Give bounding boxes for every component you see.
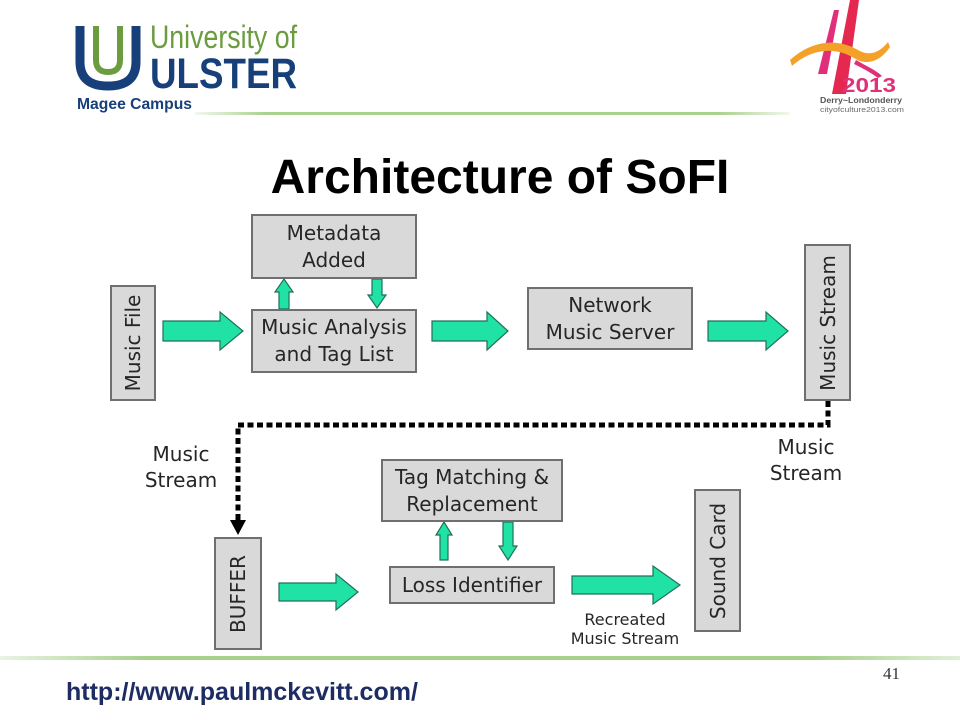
ulster-logo-mark (75, 26, 141, 91)
tag-matching-label-line-1: Tag Matching & (394, 464, 550, 489)
arrow-tag-matching-to-loss-identifier (497, 521, 519, 562)
buffer-node: BUFFER (214, 537, 262, 650)
tag-matching-label-line-2: Replacement (406, 491, 538, 516)
edge-label-line: Music Stream (570, 629, 680, 648)
culture-logo-small-spike (818, 10, 839, 74)
metadata-added-node: Metadata Added (251, 214, 417, 279)
music-analysis-node: Music Analysis and Tag List (251, 309, 417, 373)
loss-identifier-node: Loss Identifier (389, 566, 555, 604)
music-file-node: Music File (110, 285, 156, 401)
recreated-music-stream-label: Recreated Music Stream (565, 610, 685, 648)
campus-name: Magee Campus (77, 96, 192, 113)
page-number: 41 (883, 664, 900, 683)
city-of-culture-2013-logo: 2013 Derry~Londonderry cityofculture2013… (790, 0, 904, 114)
culture-logo-website: cityofculture2013.com (820, 105, 904, 114)
arrow-metadata-to-analysis (366, 278, 388, 310)
slide-title: Architecture of SoFI (270, 151, 730, 204)
edge-label-line: Stream (144, 468, 218, 492)
culture-logo-year: 2013 (842, 75, 896, 97)
edge-label-line: Music (777, 435, 835, 459)
music-stream-label-left: Music Stream (131, 441, 231, 493)
arrow-network-server-to-music-stream (707, 310, 789, 352)
music-stream-dotted-connector (235, 401, 831, 521)
loss-identifier-label: Loss Identifier (401, 572, 543, 597)
network-server-label-line-1: Network (568, 292, 652, 317)
music-analysis-label-line-2: and Tag List (274, 342, 394, 366)
buffer-label: BUFFER (226, 554, 250, 633)
edge-label-line: Recreated (584, 610, 666, 629)
network-server-label-line-2: Music Server (545, 319, 675, 344)
footer-divider (0, 656, 960, 660)
music-stream-node: Music Stream (804, 244, 851, 401)
arrow-music-file-to-analysis (162, 310, 244, 352)
music-file-label: Music File (121, 294, 145, 392)
university-of-text: University of (150, 19, 297, 55)
music-stream-label-right: Music Stream (756, 434, 856, 486)
arrow-loss-identifier-to-tag-matching (434, 520, 454, 561)
culture-logo-swoosh (790, 42, 890, 66)
culture-logo-city: Derry~Londonderry (820, 95, 902, 105)
sound-card-node: Sound Card (694, 489, 741, 632)
header-divider (195, 112, 790, 115)
edge-label-line: Music (152, 442, 210, 466)
music-stream-node-label: Music Stream (815, 254, 840, 391)
tag-matching-node: Tag Matching & Replacement (381, 459, 563, 522)
dotted-connector-arrowhead (230, 520, 246, 535)
network-music-server-node: Network Music Server (527, 287, 693, 350)
university-of-ulster-logo: University of ULSTER Magee Campus (75, 19, 297, 113)
arrow-buffer-to-loss-identifier (278, 572, 359, 612)
edge-label-line: Stream (769, 461, 843, 485)
culture-logo-accent (854, 60, 882, 78)
arrow-analysis-to-metadata (273, 277, 295, 310)
ulster-logo-outer-u (75, 26, 141, 91)
ulster-logo-inner-u (93, 26, 123, 76)
sound-card-label: Sound Card (705, 502, 730, 619)
ulster-text: ULSTER (150, 50, 297, 98)
website-link[interactable]: http://www.paulmckevitt.com/ (66, 678, 418, 706)
metadata-added-label-line-2: Added (302, 247, 366, 272)
metadata-added-label-line-1: Metadata (286, 220, 382, 245)
arrow-loss-identifier-to-sound-card (571, 564, 682, 606)
arrow-analysis-to-network-server (431, 310, 509, 352)
music-analysis-label-line-1: Music Analysis (261, 315, 407, 339)
